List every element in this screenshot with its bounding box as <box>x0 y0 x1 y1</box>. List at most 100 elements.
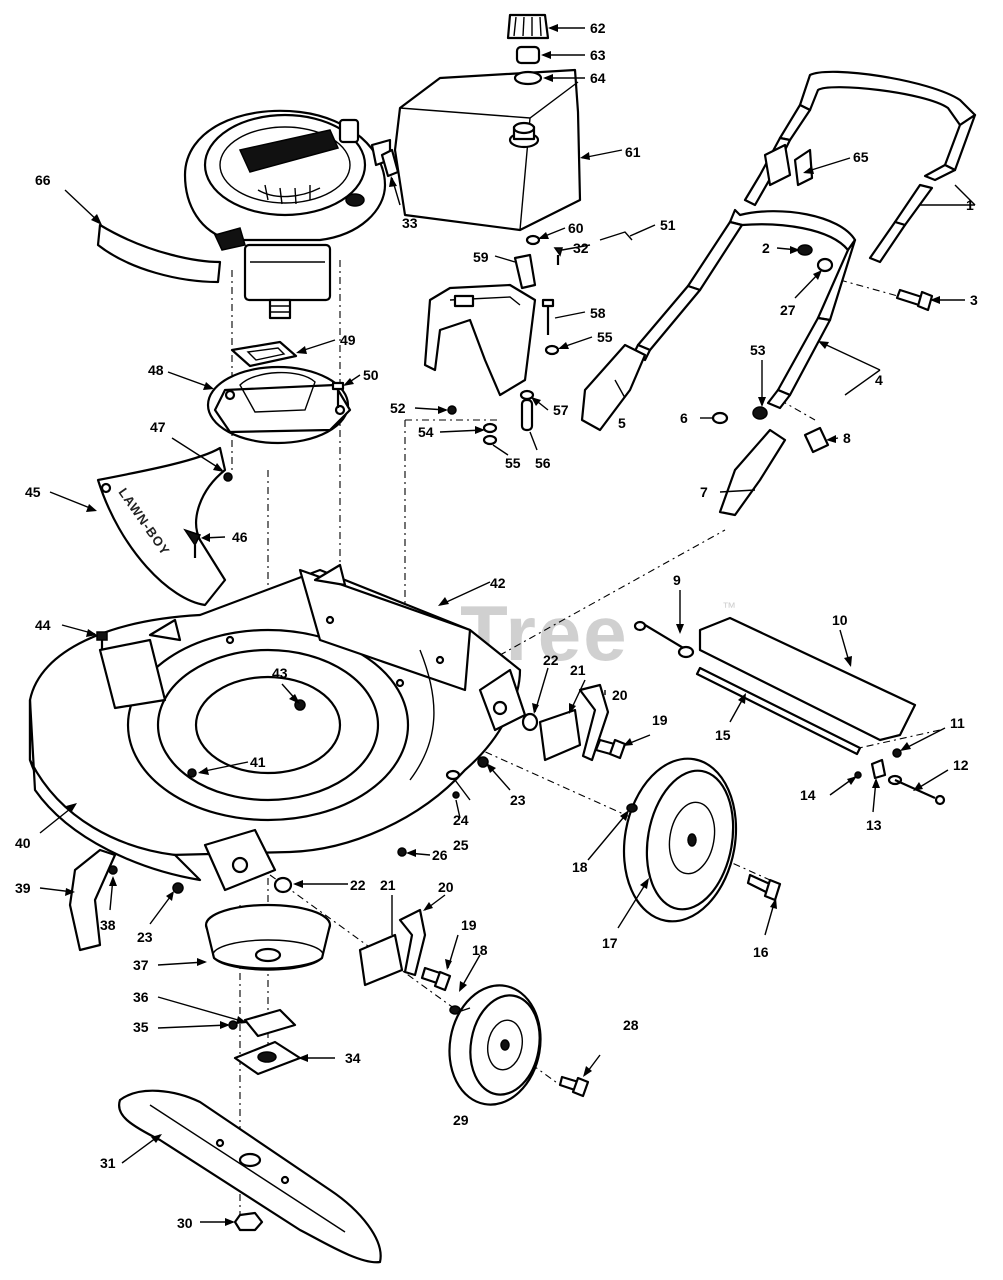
callout-29: 29 <box>453 1112 469 1128</box>
nut-53[interactable] <box>752 406 768 420</box>
deflector-shield[interactable]: LAWN-BOY <box>96 446 227 607</box>
bracket-21-rear[interactable] <box>538 708 582 762</box>
nut-23-front[interactable] <box>172 882 184 894</box>
callout-39: 39 <box>15 880 31 896</box>
callout-24: 24 <box>453 812 469 828</box>
callout-15: 15 <box>715 727 731 743</box>
callout-30: 30 <box>177 1215 193 1231</box>
bolt-44[interactable] <box>96 631 108 650</box>
spacer-56[interactable] <box>520 398 534 432</box>
cap-seal[interactable] <box>515 45 541 65</box>
fuel-tank[interactable] <box>393 68 582 232</box>
bushing-57[interactable] <box>519 389 535 401</box>
callout-61: 61 <box>625 144 641 160</box>
washer-36[interactable] <box>243 1008 297 1038</box>
washer-22-front[interactable] <box>273 876 293 894</box>
callout-18b: 18 <box>472 942 488 958</box>
handle-knob[interactable] <box>797 244 813 256</box>
blade-nut[interactable] <box>233 1211 264 1232</box>
callout-58: 58 <box>590 305 606 321</box>
control-bracket[interactable] <box>423 283 537 397</box>
callout-12: 12 <box>953 757 969 773</box>
callout-3: 3 <box>970 292 978 308</box>
screw-47[interactable] <box>223 472 233 482</box>
wing-screw[interactable] <box>183 528 202 558</box>
screw-35[interactable] <box>228 1020 238 1030</box>
screw-38[interactable] <box>108 865 118 875</box>
rear-rod[interactable] <box>695 666 862 756</box>
cap-gasket[interactable] <box>513 70 543 86</box>
rear-wheel[interactable] <box>612 750 749 931</box>
bolt-58[interactable] <box>541 298 555 335</box>
gasket[interactable] <box>230 340 298 368</box>
callout-23a: 23 <box>510 792 526 808</box>
handle-clamp-left[interactable] <box>763 143 792 187</box>
height-lever-20-front[interactable] <box>398 908 427 977</box>
washer-55-upper[interactable] <box>544 344 560 356</box>
wheel-bolt-28[interactable] <box>558 1075 590 1098</box>
screw-25[interactable] <box>452 791 460 799</box>
spacer-18-front[interactable] <box>449 1005 461 1015</box>
mower-deck[interactable] <box>28 563 527 892</box>
callout-63: 63 <box>590 47 606 63</box>
trim-strip[interactable] <box>96 223 222 284</box>
clip-13[interactable] <box>870 758 887 780</box>
callout-57: 57 <box>553 402 569 418</box>
engine-assembly[interactable] <box>183 109 392 320</box>
callout-28: 28 <box>623 1017 639 1033</box>
bracket-21-front[interactable] <box>358 933 404 987</box>
screw-11[interactable] <box>892 748 902 758</box>
screw-41[interactable] <box>187 768 197 778</box>
callout-21b: 21 <box>380 877 396 893</box>
callout-11: 11 <box>950 715 965 731</box>
washer-24[interactable] <box>445 769 461 781</box>
callout-50: 50 <box>363 367 379 383</box>
screw-32[interactable] <box>553 247 563 265</box>
washer-22-rear[interactable] <box>521 712 539 732</box>
handle-bracket-5[interactable] <box>580 343 647 432</box>
leader-lines <box>39 24 976 1226</box>
clip-60[interactable] <box>525 234 541 246</box>
handle-bracket-7[interactable] <box>718 428 787 517</box>
front-wheel[interactable] <box>440 978 549 1112</box>
spring-51[interactable] <box>599 231 633 241</box>
screw-52[interactable] <box>447 405 457 415</box>
engine-mount-plate[interactable] <box>206 365 352 445</box>
callout-5: 5 <box>618 415 626 431</box>
bolt-3[interactable] <box>895 288 934 312</box>
cutting-blade[interactable] <box>117 1089 382 1264</box>
callout-45: 45 <box>25 484 41 500</box>
washer-55-lower[interactable] <box>482 434 498 446</box>
screw-26[interactable] <box>397 847 407 857</box>
blade-adapter[interactable] <box>204 903 332 971</box>
bolt-19-rear[interactable] <box>594 738 627 760</box>
height-lever-20-rear[interactable] <box>578 683 610 762</box>
callout-49: 49 <box>340 332 356 348</box>
callout-55b: 55 <box>505 455 521 471</box>
callout-35: 35 <box>133 1019 149 1035</box>
fuel-cap[interactable] <box>506 13 550 40</box>
callout-34: 34 <box>345 1050 361 1066</box>
lever-59[interactable] <box>513 253 537 290</box>
spacer-18-rear[interactable] <box>626 803 638 813</box>
nut-6[interactable] <box>711 411 729 425</box>
callout-36: 36 <box>133 989 149 1005</box>
wheel-bolt-16[interactable] <box>746 873 782 902</box>
washer-54[interactable] <box>482 422 498 434</box>
washer-27[interactable] <box>816 257 834 273</box>
rear-trail-shield[interactable] <box>698 616 917 742</box>
rod-9[interactable] <box>633 620 695 659</box>
bolt-19-front[interactable] <box>420 966 452 992</box>
nut-23-rear[interactable] <box>477 756 489 768</box>
callout-2: 2 <box>762 240 770 256</box>
bracket-33[interactable] <box>380 148 400 178</box>
lower-handle[interactable] <box>631 208 857 410</box>
callout-42: 42 <box>490 575 506 591</box>
knob-8[interactable] <box>803 426 830 454</box>
callout-22a: 22 <box>543 652 559 668</box>
callout-20b: 20 <box>438 879 454 895</box>
bracket-39[interactable] <box>68 848 117 952</box>
handle-clamp-right[interactable] <box>793 148 814 187</box>
